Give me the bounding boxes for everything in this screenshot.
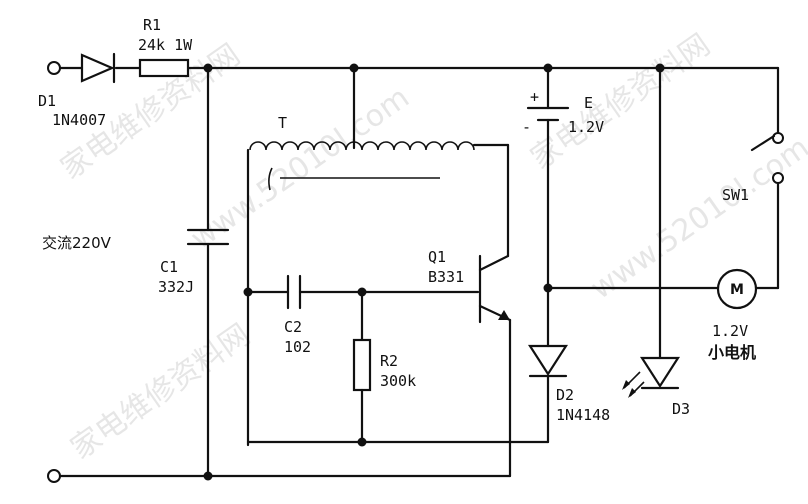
motor-m: M — [716, 268, 758, 310]
resistor-r1 — [138, 58, 190, 78]
led-d3 — [622, 66, 681, 398]
diode-d2 — [527, 286, 569, 444]
t-ref: T — [278, 114, 287, 132]
battery-e — [526, 66, 570, 290]
motor-value: 1.2V — [712, 322, 748, 340]
terminal-bottom — [47, 469, 61, 483]
d2-value: 1N4148 — [556, 406, 610, 424]
battery-minus: - — [522, 118, 531, 136]
sw1-ref: SW1 — [722, 186, 749, 204]
r2-value: 300k — [380, 372, 416, 390]
transistor-q1 — [478, 254, 512, 324]
watermark-url: www.52010l.com — [585, 130, 808, 307]
d2-ref: D2 — [556, 386, 574, 404]
input-label: 交流220V — [42, 234, 112, 252]
e-ref: E — [584, 94, 593, 112]
watermark-text: 家电维修资料网 — [525, 27, 717, 176]
d1-ref: D1 — [38, 92, 56, 110]
d3-ref: D3 — [672, 400, 690, 418]
transformer-t — [246, 66, 510, 447]
c2-value: 102 — [284, 338, 311, 356]
terminal-top — [47, 61, 61, 75]
battery-plus: + — [530, 88, 539, 106]
c2-r2-network — [246, 274, 550, 444]
watermark-text: 家电维修资料网 — [65, 317, 257, 466]
junction-dots — [203, 63, 665, 481]
c1-ref: C1 — [160, 258, 178, 276]
switch-sw1 — [750, 66, 784, 290]
diode-d1 — [80, 52, 116, 84]
motor-name: 小电机 — [708, 343, 756, 362]
c2-ref: C2 — [284, 318, 302, 336]
c1-value: 332J — [158, 278, 194, 296]
watermark: 家电维修资料网 家电维修资料网 家电维修资料网 www.52010l.com w… — [55, 27, 808, 466]
r2-ref: R2 — [380, 352, 398, 370]
r1-value: 24k 1W — [138, 36, 193, 54]
motor-ref: M — [730, 282, 744, 298]
e-value: 1.2V — [568, 118, 604, 136]
c1-branch — [186, 66, 230, 478]
bottom-rail — [58, 318, 512, 478]
r1-ref: R1 — [143, 16, 161, 34]
d1-value: 1N4007 — [52, 111, 106, 129]
q1-value: B331 — [428, 268, 464, 286]
q1-ref: Q1 — [428, 248, 446, 266]
